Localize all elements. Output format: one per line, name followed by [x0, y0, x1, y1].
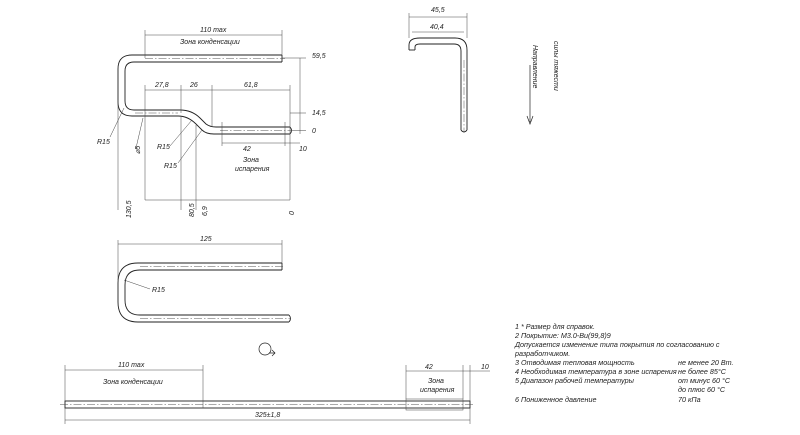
note-value-6: от минус 60 °С: [678, 376, 731, 385]
front-r15-b: R15: [157, 144, 170, 151]
front-dim-61-8: 61,8: [244, 82, 258, 89]
front-dim-6-9: 6,9: [202, 206, 209, 216]
flat-zone-condensation: Зона конденсации: [103, 378, 163, 386]
front-r15-c: R15: [164, 163, 177, 170]
leader-r15-a: [109, 107, 125, 138]
leader-r15-top: [123, 279, 151, 290]
front-dia5: ⌀5: [135, 146, 142, 154]
front-dim-130-5: 130,5: [126, 200, 133, 218]
note-value-4: не менее 20 Вт.: [678, 358, 734, 367]
top-tube-outer: [117, 262, 289, 323]
gravity-arrow-head: [526, 115, 534, 125]
front-dim-59-5: 59,5: [312, 53, 326, 60]
flat-dim-10: 10: [481, 364, 489, 371]
side-dim-45-5: 45,5: [431, 7, 445, 14]
front-dim-80-5: 80,5: [189, 203, 196, 217]
note-line-0: 1 * Размер для справок.: [515, 322, 595, 331]
front-dim-0-bottom: 0: [289, 211, 296, 215]
note-value-7: до плюс 60 °С: [678, 385, 726, 394]
front-zone-condensation: Зона конденсации: [180, 38, 240, 46]
top-view: 125 R15: [117, 236, 291, 323]
front-dim-14-5: 14,5: [312, 110, 326, 117]
front-view: 110 max Зона конденсации 59,5 27,8 26 61…: [97, 27, 326, 218]
front-dim-42: 42: [243, 146, 251, 153]
front-dim-10: 10: [299, 146, 307, 153]
front-tube-inner: [124, 61, 290, 128]
front-zone-evap-1: Зона: [243, 157, 259, 164]
flat-evap-zone: [405, 398, 464, 411]
flat-zone-evap-1: Зона: [428, 378, 444, 385]
notes: 1 * Размер для справок. 2 Покрытие: М3.0…: [514, 322, 734, 404]
note-line-2: Допускается изменение типа покрытия по с…: [514, 340, 720, 349]
front-r15-a: R15: [97, 139, 110, 146]
bend-symbol: [258, 342, 276, 357]
side-dim-40-4: 40,4: [430, 24, 444, 31]
gravity-label-1: Направление: [531, 45, 538, 89]
front-dim-27-8: 27,8: [154, 82, 169, 89]
flat-dim-total: 325±1,8: [255, 412, 280, 419]
note-line-6: 5 Диапазон рабочей температуры: [515, 376, 635, 385]
note-line-8: 6 Пониженное давление: [515, 395, 596, 404]
top-r15: R15: [152, 287, 165, 294]
front-dim-110max: 110 max: [200, 27, 227, 34]
gravity-label-2: силы тяжести: [552, 41, 559, 91]
note-value-5: не более 85°С: [678, 367, 727, 376]
side-view: 45,5 40,4 Направление силы тяжести: [408, 7, 559, 133]
front-dim-26: 26: [189, 82, 198, 89]
note-line-5: 4 Необходимая температура в зоне испарен…: [515, 367, 677, 376]
leader-dia5: [135, 117, 144, 149]
bend-circle: [258, 342, 272, 356]
bend-arrow: [269, 349, 276, 357]
leader-r15-c: [177, 129, 203, 164]
top-tube-inner: [124, 269, 289, 316]
front-zone-evap-2: испарения: [235, 166, 270, 173]
flat-view: 110 max Зона конденсации 42 10 Зона испа…: [60, 362, 490, 424]
note-line-4: 3 Отводимая тепловая мощность: [515, 358, 635, 367]
flat-zone-evap-2: испарения: [420, 387, 455, 394]
side-tube-outer: [408, 37, 468, 130]
flat-dim-42: 42: [425, 364, 433, 371]
front-tube-outer: [117, 54, 290, 135]
note-line-3: разработчиком.: [514, 349, 570, 358]
flat-dim-110max: 110 max: [118, 362, 145, 369]
note-value-8: 70 кПа: [678, 395, 701, 404]
note-line-1: 2 Покрытие: М3.0-Ви(99,8)9: [514, 331, 611, 340]
side-tube-inner: [414, 43, 462, 130]
top-dim-125: 125: [200, 236, 212, 243]
front-dim-0-right: 0: [312, 128, 316, 135]
